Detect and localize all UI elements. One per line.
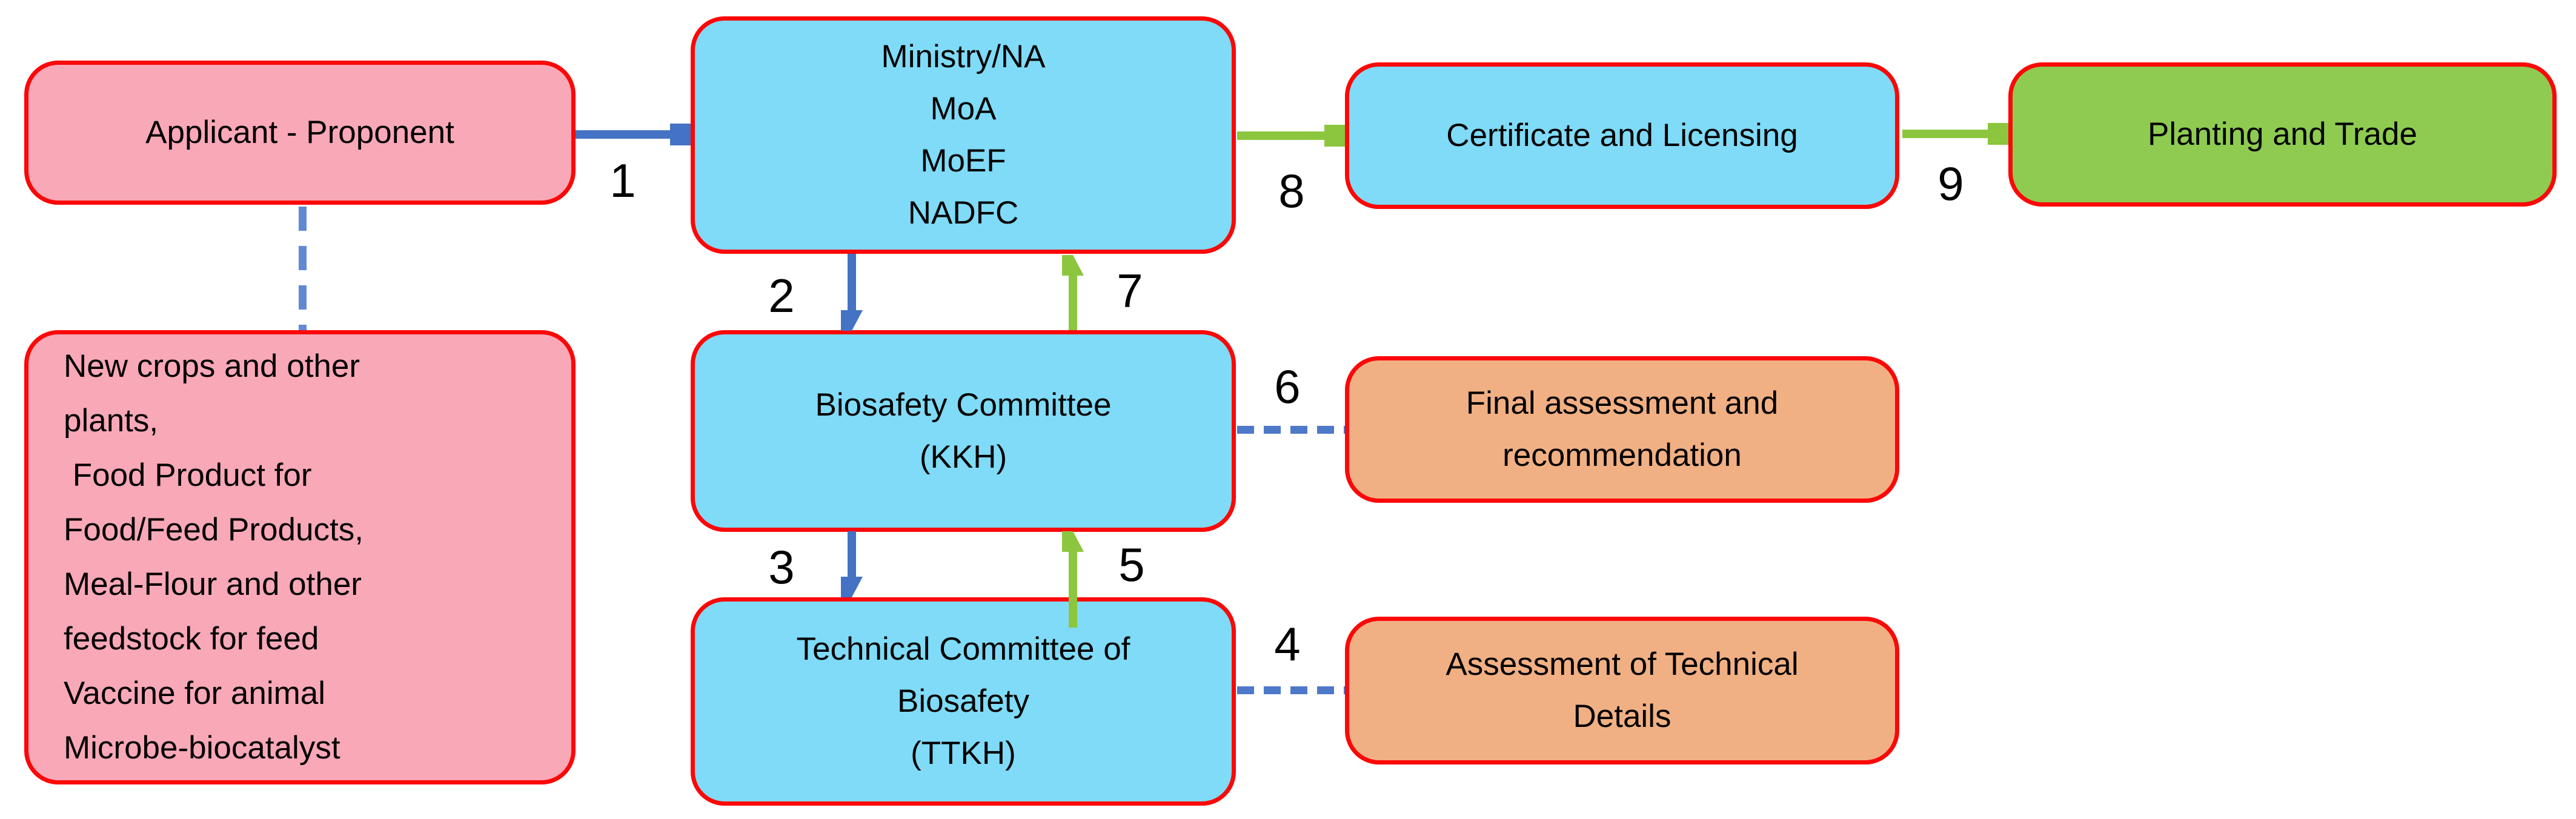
arrow-step2-head [841,310,863,331]
arrow-step5-head [1062,531,1084,552]
arrow-step1-shaft [576,130,670,139]
step-label-7: 7 [1117,264,1143,317]
arrow-step7-shaft [1069,276,1077,330]
node-ministry: Ministry/NA MoA MoEF NADFC [691,16,1236,254]
step-label-4: 4 [1274,617,1301,671]
step-label-9: 9 [1937,157,1964,210]
node-certificate-licensing: Certificate and Licensing [1345,62,1899,209]
node-applicant-proponent: Applicant - Proponent [24,61,576,205]
arrow-step9-shaft [1902,130,1988,138]
step-label-1: 1 [609,154,636,207]
arrow-step2-shaft [848,254,856,310]
step-label-6: 6 [1274,360,1301,413]
node-final-assessment: Final assessment and recommendation [1345,356,1899,503]
arrow-step9-head [1988,123,2008,145]
step-label-2: 2 [768,269,795,322]
node-application-scope-list: New crops and other plants, Food Product… [24,330,576,784]
node-technical-committee-ttkh: Technical Committee of Biosafety (TTKH) [691,597,1236,806]
arrow-step1-head [670,124,691,145]
step-label-5: 5 [1118,538,1145,591]
arrow-step7-head [1062,255,1084,276]
node-assessment-technical-details: Assessment of Technical Details [1345,617,1899,764]
node-biosafety-committee-kkh: Biosafety Committee (KKH) [691,330,1236,532]
arrow-step8-head [1324,125,1345,147]
step-label-3: 3 [768,540,795,594]
arrow-step8-shaft [1237,131,1324,140]
node-planting-trade: Planting and Trade [2008,62,2557,207]
dashed-connector-applicant-scope [299,207,307,330]
arrow-step5-shaft [1069,552,1077,628]
step-label-8: 8 [1278,164,1305,217]
dashed-connector-step6 [1237,426,1345,434]
arrow-step3-head [841,577,863,597]
dashed-connector-step4 [1237,686,1345,694]
arrow-step3-shaft [848,531,856,577]
